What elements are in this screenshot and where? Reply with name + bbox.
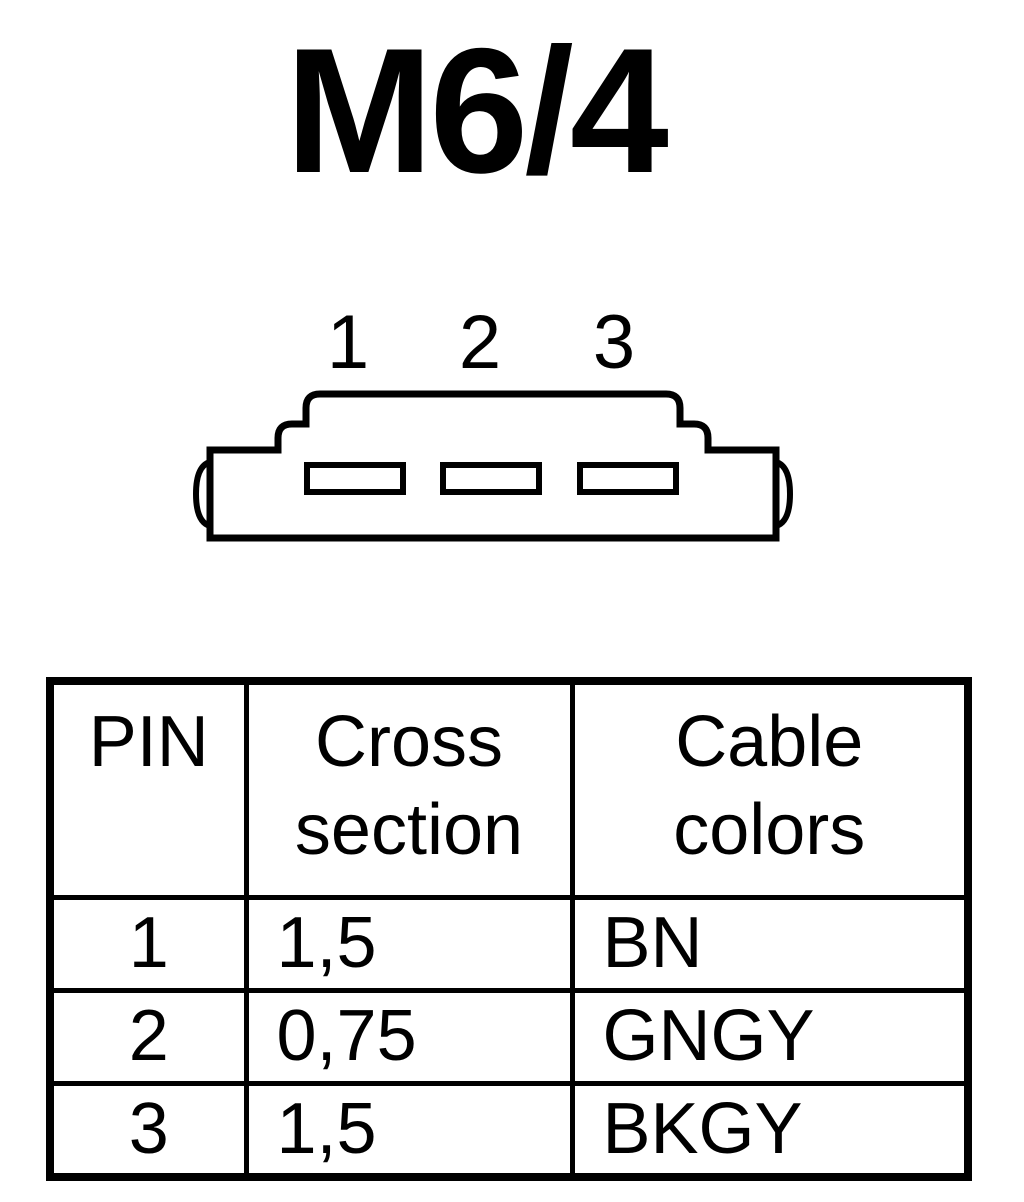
cell-pin: 2 <box>47 987 249 1086</box>
header-pin: PIN <box>47 678 249 900</box>
cell-cable-color: GNGY <box>569 987 971 1086</box>
table-row: 1 1,5 BN <box>47 895 971 993</box>
pin-slot-1 <box>304 462 406 495</box>
table-row: 2 0,75 GNGY <box>47 987 971 1086</box>
header-cable-colors-line-1: Cable <box>675 702 864 782</box>
cell-pin: 3 <box>47 1080 249 1180</box>
pin-label-1: 1 <box>327 300 369 385</box>
pin-slot-3 <box>577 462 679 495</box>
header-cable-colors-line-2: colors <box>673 789 866 870</box>
table-row: 3 1,5 BKGY <box>47 1080 971 1180</box>
header-cross-section: Cross section <box>243 678 575 900</box>
pin-assignment-table: PIN Cross section Cable colors 1 1,5 BN … <box>46 677 972 1182</box>
header-cable-colors: Cable colors <box>569 678 971 900</box>
header-cross-section-line-2: section <box>294 789 524 870</box>
table-header-row: PIN Cross section Cable colors <box>47 678 971 900</box>
pin-slot-2 <box>440 462 542 495</box>
connector-diagram: 1 2 3 <box>192 300 794 542</box>
pin-label-2: 2 <box>459 300 501 385</box>
cell-cable-color: BKGY <box>569 1080 971 1180</box>
cell-cross-section: 1,5 <box>243 1080 575 1180</box>
cell-pin: 1 <box>47 895 249 993</box>
left-latch <box>192 459 212 529</box>
cell-cross-section: 0,75 <box>243 987 575 1086</box>
pin-label-3: 3 <box>593 300 635 385</box>
connector-title: M6/4 <box>285 11 669 210</box>
right-latch <box>774 459 794 529</box>
cell-cable-color: BN <box>569 895 971 993</box>
connector-housing <box>206 390 780 542</box>
header-cross-section-line-1: Cross <box>314 702 503 782</box>
cell-cross-section: 1,5 <box>243 895 575 993</box>
